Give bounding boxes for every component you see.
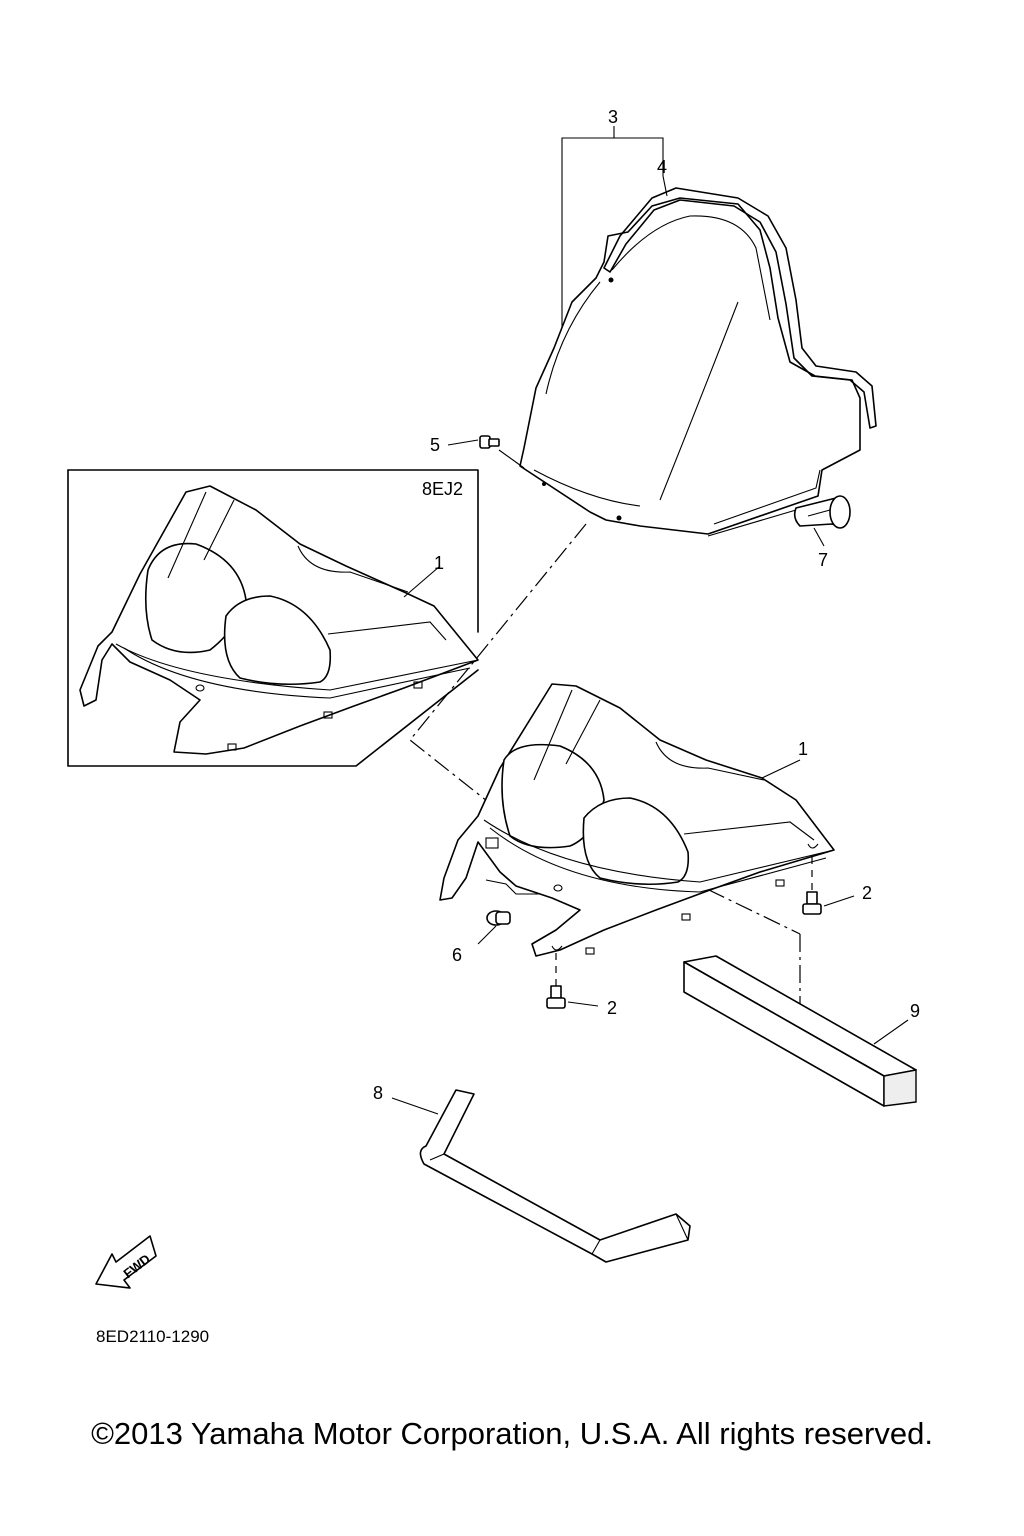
callout-1-main: 1 [798,739,808,759]
seal-strip-8 [391,1089,691,1263]
foam-block-9 [683,955,917,1107]
bolt-2-upper [802,891,855,915]
windshield-trim [603,175,877,429]
grommet-6 [477,910,511,945]
bolt-2-lower [546,985,599,1009]
callout-3: 3 [608,107,618,127]
callout-9: 9 [910,1001,920,1021]
inset-8ej2 [67,469,479,767]
callout-5: 5 [430,435,440,455]
screw-5 [447,435,525,469]
fwd-arrow-icon: FWD [95,1235,157,1289]
copyright-notice: ©2013 Yamaha Motor Corporation, U.S.A. A… [91,1416,933,1451]
windshield [519,197,861,535]
callout-6: 6 [452,945,462,965]
cowling-inset [79,485,479,755]
cowling-main [439,683,835,957]
callout-2-upper: 2 [862,883,872,903]
callout-2-lower: 2 [607,998,617,1018]
assembly-bracket-3 [561,126,664,335]
holder-7 [707,495,851,547]
callout-4: 4 [657,157,667,177]
callout-8: 8 [373,1083,383,1103]
callout-1-inset: 1 [434,553,444,573]
callout-7: 7 [818,550,828,570]
inset-label: 8EJ2 [422,479,463,499]
drawing-number: 8ED2110-1290 [96,1327,209,1346]
